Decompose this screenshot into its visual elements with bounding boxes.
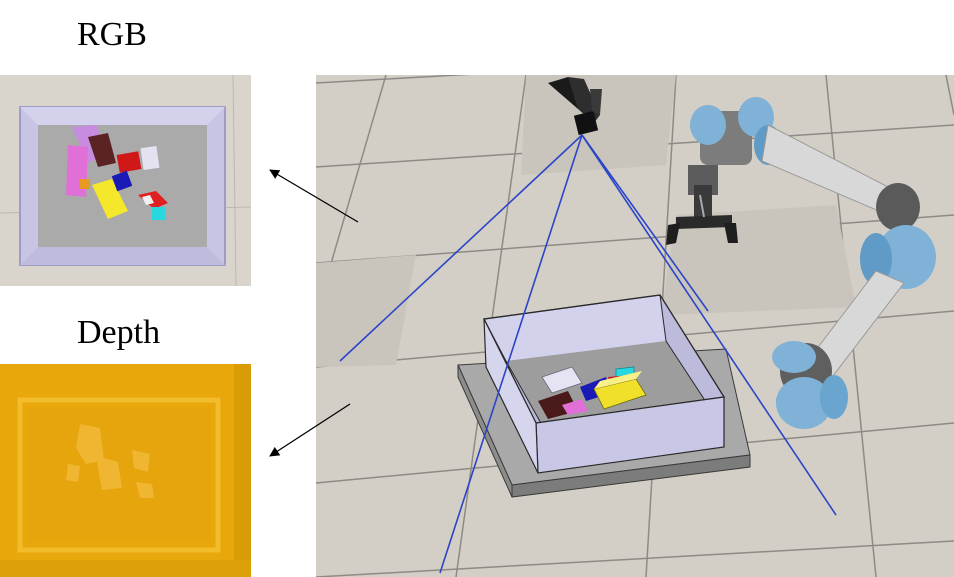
bin bbox=[483, 294, 726, 474]
depth-camera-icon bbox=[548, 77, 602, 136]
depth-image bbox=[0, 364, 251, 577]
camera-rays bbox=[339, 134, 837, 574]
rgb-label: RGB bbox=[77, 16, 147, 53]
depth-objects bbox=[66, 424, 154, 498]
simulation-scene bbox=[316, 75, 954, 577]
depth-label: Depth bbox=[77, 314, 161, 351]
rgb-objects bbox=[66, 125, 168, 220]
rgb-image bbox=[0, 75, 251, 286]
robot-arm-icon bbox=[666, 97, 936, 429]
gripper-icon bbox=[666, 165, 738, 245]
